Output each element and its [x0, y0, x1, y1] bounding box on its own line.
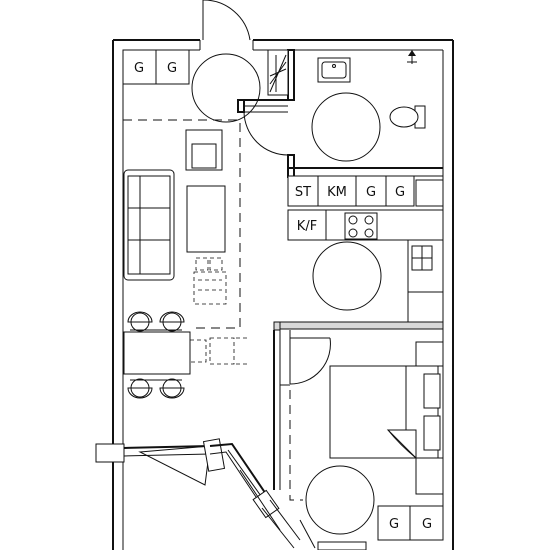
storage-label: G — [167, 61, 177, 76]
toilet — [389, 105, 426, 129]
bathroom-sink — [317, 57, 351, 83]
sofa — [123, 169, 175, 281]
store-label: ST — [295, 185, 311, 200]
washer-label: KM — [327, 185, 347, 200]
storage-label: G — [134, 61, 144, 76]
dashed-zones — [123, 119, 303, 501]
kitchen-top-row: ST KM G G — [287, 175, 444, 207]
storage-label: G — [422, 517, 432, 532]
vent-hatch — [267, 49, 289, 96]
turning-circles — [191, 53, 382, 535]
storage-label: G — [366, 185, 376, 200]
bed — [329, 341, 444, 495]
bedroom-walls — [273, 321, 444, 490]
dining-table — [123, 331, 191, 375]
fridge-freezer-label: K/F — [297, 219, 317, 234]
kitchen-counter: K/F — [287, 209, 444, 323]
entrance-door — [202, 0, 251, 41]
stacked-chairs — [193, 257, 227, 305]
wardrobe: G G — [377, 505, 444, 541]
storage-label: G — [395, 185, 405, 200]
arrow-up-icon — [407, 50, 417, 64]
extra-dashed-chairs — [189, 337, 250, 365]
storage-top-left: G G — [122, 49, 190, 85]
storage-label: G — [389, 517, 399, 532]
armchair — [185, 129, 223, 171]
coffee-table — [186, 185, 226, 253]
balcony-window — [95, 438, 367, 550]
dining-chairs — [127, 311, 185, 399]
